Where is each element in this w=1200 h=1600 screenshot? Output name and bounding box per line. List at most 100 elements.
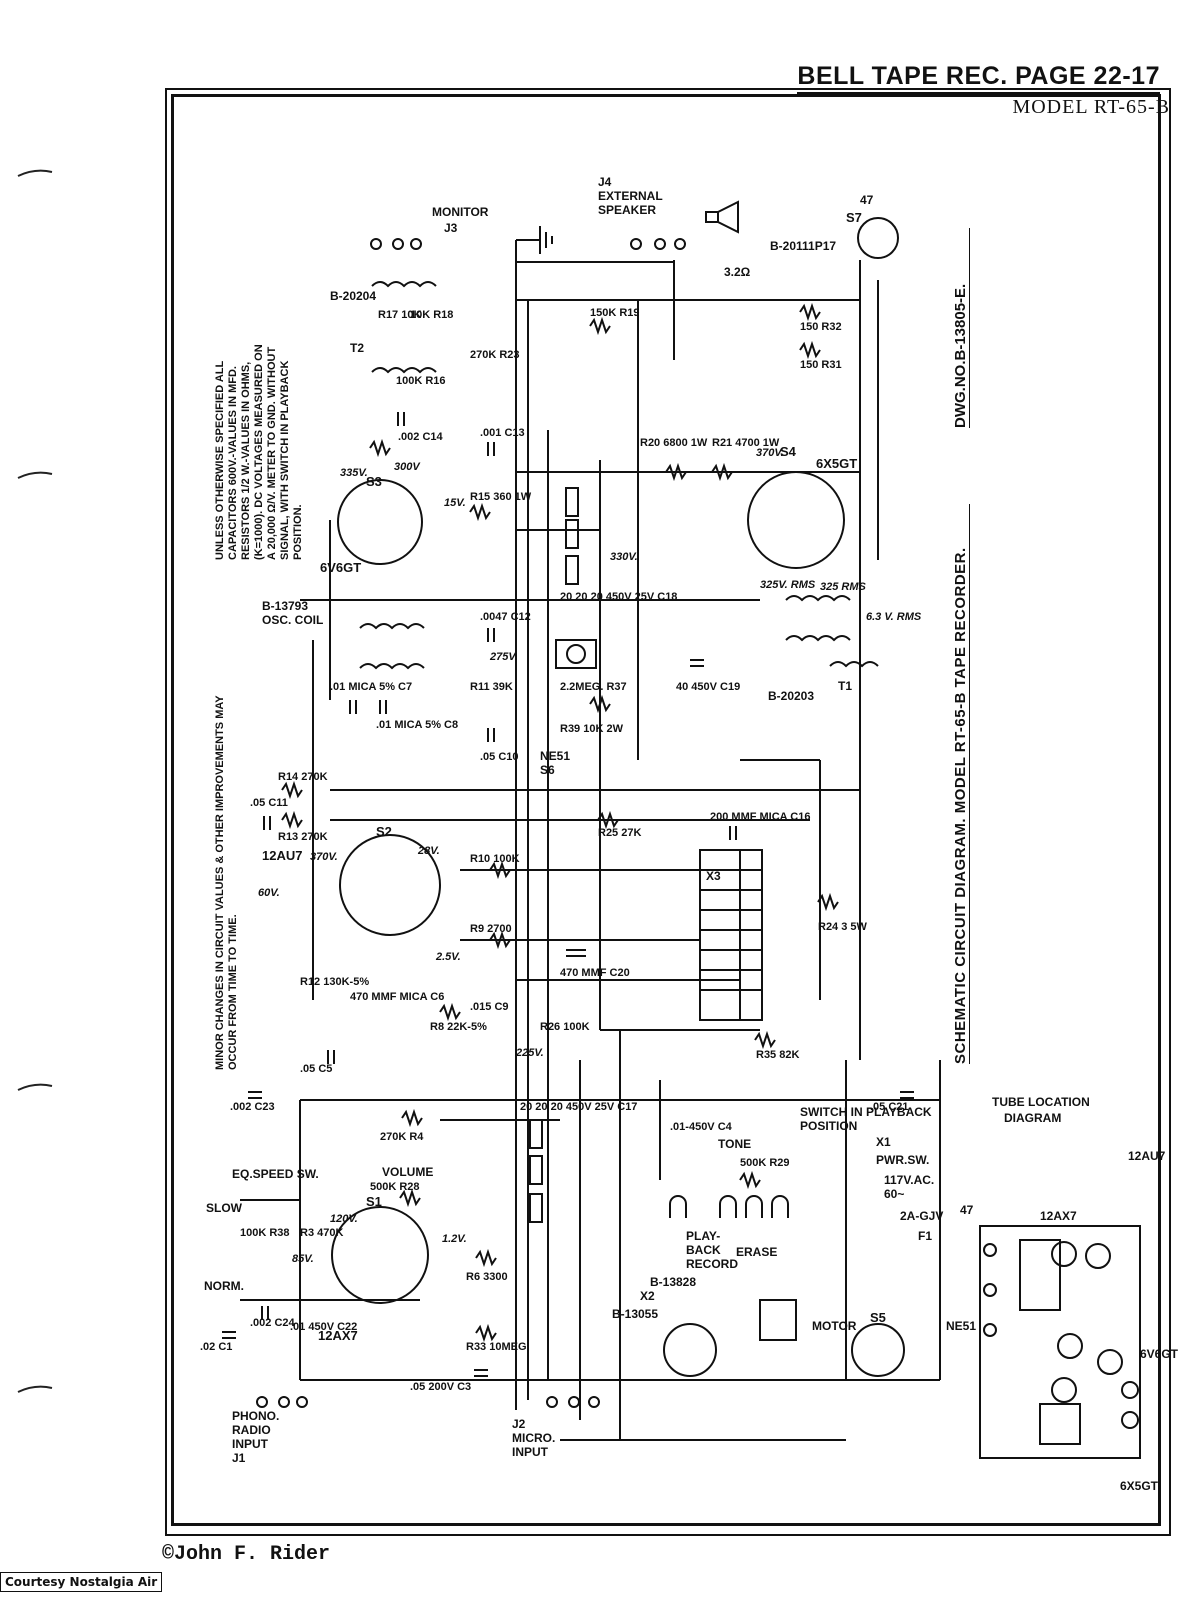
head-part: B-13828	[650, 1275, 696, 1289]
tube-12au7: 12AU7	[262, 848, 302, 863]
osc-coil-label: OSC. COIL	[262, 613, 323, 627]
r21-label: R21 4700 1W	[712, 437, 780, 449]
model-number: MODEL RT-65-B	[1012, 96, 1170, 118]
c20-label: 470 MMF C20	[560, 967, 630, 979]
v-275: 275V.	[489, 651, 518, 663]
slow-label: SLOW	[206, 1201, 243, 1215]
schematic-caption: SCHEMATIC CIRCUIT DIAGRAM. MODEL RT-65-B…	[952, 504, 970, 1064]
notes-unless: UNLESS OTHERWISE SPECIFIED ALL CAPACITOR…	[214, 230, 305, 560]
note-line-7: POSITION.	[292, 504, 304, 560]
c13-label: .001 C13	[480, 427, 525, 439]
r28-label: 500K R28	[370, 1181, 420, 1193]
socket-s1: S1	[366, 1194, 382, 1209]
micro-line2: MICRO.	[512, 1431, 555, 1445]
ohm-label: 3.2Ω	[724, 265, 751, 279]
motor-part: B-13055	[612, 1307, 658, 1321]
c14-label: .002 C14	[398, 431, 444, 443]
r32-label: 150 R32	[800, 321, 842, 333]
c4-label: .01-450V C4	[670, 1121, 733, 1133]
xfmr-b20203: B-20203	[768, 689, 814, 703]
drawing-number: DWG.NO.B-13805-E.	[952, 228, 970, 428]
r29-label: 500K R29	[740, 1157, 790, 1169]
tube-location-title-2: DIAGRAM	[1004, 1111, 1061, 1125]
c19-label: 40 450V C19	[676, 681, 740, 693]
tube-6v6gt: 6V6GT	[320, 560, 361, 575]
note-line-1: UNLESS OTHERWISE SPECIFIED ALL	[214, 360, 226, 560]
r6-label: R6 3300	[466, 1271, 508, 1283]
c10-label: .05 C10	[480, 751, 519, 763]
speaker-part: B-20111P17	[770, 239, 836, 253]
r4-label: 270K R4	[380, 1131, 424, 1143]
c7-label: .01 MICA 5% C7	[330, 681, 412, 693]
minor-line-1: MINOR CHANGES IN CIRCUIT VALUES & OTHER …	[214, 695, 226, 1070]
r13-label: R13 270K	[278, 831, 328, 843]
r19-label: 150K R19	[590, 307, 640, 319]
voltage-labels: 335V. 300V 15V. 275V. 330V. 370V. 325V. …	[258, 447, 922, 1265]
r26-label: R26 100K	[540, 1021, 590, 1033]
r14-label: R14 270K	[278, 771, 328, 783]
neon-47: 47	[860, 193, 874, 207]
micro-line1: J2	[512, 1417, 526, 1431]
switch-note-line2: POSITION	[800, 1119, 857, 1133]
x2-label: X2	[640, 1289, 655, 1303]
v-12: 1.2V.	[442, 1233, 467, 1245]
xfmr-b20204: B-20204	[330, 289, 376, 303]
socket-s2: S2	[376, 824, 392, 839]
c23-label: .002 C23	[230, 1101, 275, 1113]
v-15: 15V.	[444, 497, 466, 509]
diagram-frame-outer	[165, 88, 1171, 1536]
r16-label: 100K R16	[396, 375, 446, 387]
c1-label: .02 C1	[200, 1341, 232, 1353]
ac-label: 117V.AC.	[884, 1173, 934, 1187]
tl-ne51: NE51	[946, 1319, 976, 1333]
eq-speed-label: EQ.SPEED SW.	[232, 1167, 319, 1181]
v-25: 2.5V.	[435, 951, 461, 963]
r39-label: R39 10K 2W	[560, 723, 624, 735]
phono-line4: J1	[232, 1451, 246, 1465]
diagram-frame-inner	[171, 94, 1161, 1526]
c6-label: 470 MMF MICA C6	[350, 991, 444, 1003]
tl-6x5gt: 6X5GT	[1120, 1479, 1159, 1493]
note-line-3: RESISTORS 1/2 W.-VALUES IN OHMS,	[240, 361, 252, 560]
r23-label: 270K R23	[470, 349, 520, 361]
r11-label: R11 39K	[470, 681, 513, 693]
c16-label: 200 MMF MICA C16	[710, 811, 810, 823]
r18-label: 10K R18	[410, 309, 453, 321]
tl-12au7: 12AU7	[1128, 1149, 1166, 1163]
socket-s4: S4	[780, 444, 797, 459]
ext-speaker-line1: EXTERNAL	[598, 189, 663, 203]
r35-label: R35 82K	[756, 1049, 799, 1061]
v-300: 300V	[394, 461, 421, 473]
r8-label: R8 22K-5%	[430, 1021, 487, 1033]
erase-label: ERASE	[736, 1245, 777, 1259]
c9-label: .015 C9	[470, 1001, 509, 1013]
micro-line3: INPUT	[512, 1445, 549, 1459]
playback-line1: PLAY-	[686, 1229, 720, 1243]
c24-label: .002 C24	[250, 1317, 296, 1329]
playback-line3: RECORD	[686, 1257, 738, 1271]
v-60: 60V.	[258, 887, 280, 899]
v-120: 120V.	[330, 1213, 358, 1225]
c3-label: .05 200V C3	[410, 1381, 471, 1393]
tone-label: TONE	[718, 1137, 751, 1151]
pwr-sw-label: PWR.SW.	[876, 1153, 929, 1167]
tube-6x5gt: 6X5GT	[816, 456, 857, 471]
note-line-5: A 20,000 Ω/V. METER TO GND. WITHOUT	[266, 346, 278, 560]
v-325b: 325 RMS	[820, 581, 867, 593]
component-labels: 100K R16 R17 10K 10K R18 150K R19 R20 68…	[200, 307, 909, 1393]
notes-minor: MINOR CHANGES IN CIRCUIT VALUES & OTHER …	[214, 590, 240, 1070]
c21-label: .05 C21	[870, 1101, 909, 1113]
tube-labels: 6V6GT S3 6X5GT S4 12AU7 S2 12AX7 S1 S5 S…	[262, 210, 886, 1343]
phono-line1: PHONO.	[232, 1409, 279, 1423]
switch-note-line1: SWITCH IN PLAYBACK	[800, 1105, 932, 1119]
norm-label: NORM.	[204, 1279, 244, 1293]
t2-label: T2	[350, 341, 364, 355]
tube-location-labels: TUBE LOCATION DIAGRAM 12AX7 12AU7 47 NE5…	[946, 1095, 1179, 1493]
r12-label: R12 130K-5%	[300, 976, 369, 988]
schematic-wiring	[222, 200, 941, 1441]
r17-label: R17 10K	[378, 309, 421, 321]
volume-label: VOLUME	[382, 1165, 433, 1179]
margin-marks	[17, 169, 53, 1393]
v-85: 85V.	[292, 1253, 314, 1265]
